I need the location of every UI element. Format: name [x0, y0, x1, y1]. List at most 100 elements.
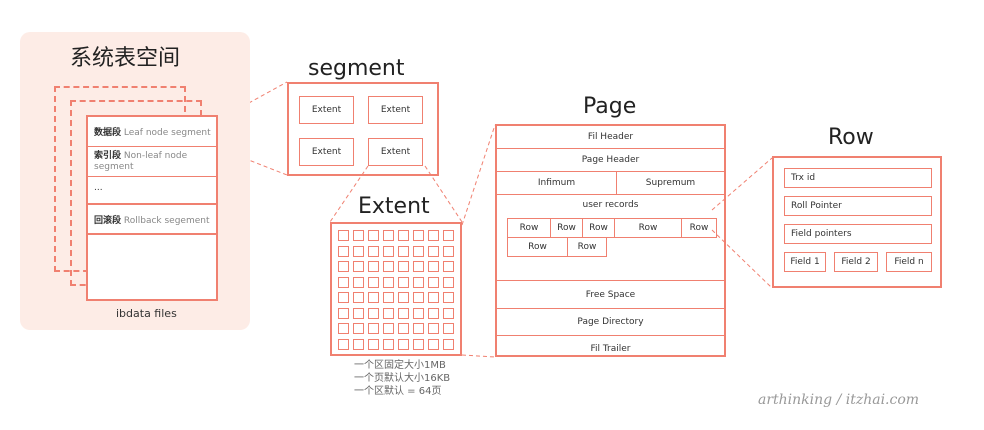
page-cell — [353, 292, 364, 303]
page-cell — [398, 338, 409, 350]
page-cell — [398, 245, 409, 257]
row-box — [772, 156, 942, 288]
extent-title: Extent — [358, 194, 430, 219]
fil-trailer: Fil Trailer — [590, 344, 631, 354]
page-cell — [428, 230, 439, 241]
page-cell — [443, 276, 454, 288]
page-cell — [443, 245, 454, 257]
supremum: Supremum — [645, 178, 696, 188]
trx-id-field: Trx id — [784, 168, 932, 188]
rows-bottom: Row Row — [507, 237, 607, 257]
page-cell — [413, 245, 424, 257]
field-box: Field 1 — [784, 252, 826, 272]
fil-header: Fil Header — [497, 126, 724, 149]
record-row: Row — [614, 218, 682, 238]
segment-row-ellipsis: ... — [88, 177, 216, 205]
page-cell — [443, 292, 454, 303]
segment-cn-label: 回滚段 — [94, 216, 122, 226]
free-space: Free Space — [497, 281, 724, 309]
extent-box: Extent — [299, 96, 354, 124]
page-cell — [443, 230, 454, 241]
page-cell — [353, 230, 364, 241]
connector-line — [217, 147, 288, 176]
page-cell — [338, 292, 349, 303]
page-cell — [428, 323, 439, 334]
connector-line — [329, 165, 369, 223]
page-cell — [413, 338, 424, 350]
page-cell — [338, 261, 349, 272]
extent-box: Extent — [368, 138, 423, 166]
page-header: Page Header — [497, 149, 724, 172]
page-cell — [338, 245, 349, 257]
extent-notes: 一个区固定大小1MB 一个页默认大小16KB 一个区默认 = 64页 — [354, 359, 450, 398]
field-box: Field n — [886, 252, 932, 272]
segment-cn-label: 数据段 — [94, 128, 122, 138]
page-cell — [368, 276, 379, 288]
page-cell — [398, 230, 409, 241]
row-title: Row — [828, 125, 874, 150]
page-cell — [368, 292, 379, 303]
page-cell — [398, 292, 409, 303]
tablespace-title: 系统表空间 — [70, 46, 181, 71]
segment-row-data: 数据段 Leaf node segment — [88, 117, 216, 147]
ibdata-files-label: ibdata files — [116, 307, 177, 320]
page-cell — [368, 307, 379, 319]
page-cell — [338, 276, 349, 288]
page-cell — [443, 261, 454, 272]
watermark: arthinking / itzhai.com — [758, 392, 920, 408]
page-cell — [338, 323, 349, 334]
page-cell — [413, 292, 424, 303]
page-cell — [368, 261, 379, 272]
page-cell — [428, 338, 439, 350]
page-cell — [353, 338, 364, 350]
infimum: Infimum — [497, 172, 617, 194]
record-row: Row — [507, 218, 551, 238]
page-cell — [353, 323, 364, 334]
page-directory: Page Directory — [497, 309, 724, 336]
extent-note: 一个页默认大小16KB — [354, 373, 451, 384]
page-cell — [428, 245, 439, 257]
page-cell — [398, 323, 409, 334]
page-cell — [353, 307, 364, 319]
segment-en-label: ... — [94, 183, 103, 193]
page-cell — [368, 323, 379, 334]
field-box: Field 2 — [834, 252, 878, 272]
record-row: Row — [582, 218, 615, 238]
page-title: Page — [583, 94, 637, 119]
page-cell — [383, 307, 394, 319]
page-cell — [443, 323, 454, 334]
page-cell — [368, 245, 379, 257]
page-cell — [353, 261, 364, 272]
extent-note: 一个区默认 = 64页 — [354, 386, 442, 397]
extent-box: Extent — [299, 138, 354, 166]
page-cell — [383, 230, 394, 241]
page-cell — [443, 338, 454, 350]
page-cell — [383, 261, 394, 272]
segment-cn-label: 索引段 — [94, 151, 122, 161]
record-row: Row — [550, 218, 583, 238]
page-cell — [368, 338, 379, 350]
page-cell — [413, 307, 424, 319]
user-records-label: user records — [582, 200, 639, 210]
connector-line — [217, 81, 288, 121]
ibdata-file: 数据段 Leaf node segment 索引段 Non-leaf node … — [86, 115, 218, 301]
rows-top: Row Row Row Row Row — [507, 218, 717, 238]
extent-grid — [330, 222, 462, 356]
segment-row-rollback: 回滚段 Rollback segement — [88, 205, 216, 235]
page-cell — [383, 245, 394, 257]
segment-box — [287, 82, 439, 176]
segment-title: segment — [308, 56, 405, 81]
page-cell — [353, 245, 364, 257]
record-row: Row — [507, 237, 568, 257]
page-cell — [383, 292, 394, 303]
page-cell — [338, 338, 349, 350]
page-cell — [428, 276, 439, 288]
page-cell — [383, 323, 394, 334]
connector-line — [461, 354, 496, 358]
field-pointers-field: Field pointers — [784, 224, 932, 244]
connector-line — [711, 157, 773, 211]
extent-note: 一个区固定大小1MB — [354, 360, 446, 371]
record-row: Row — [681, 218, 717, 238]
page-cell — [353, 276, 364, 288]
segment-en-label: Leaf node segment — [123, 128, 211, 138]
